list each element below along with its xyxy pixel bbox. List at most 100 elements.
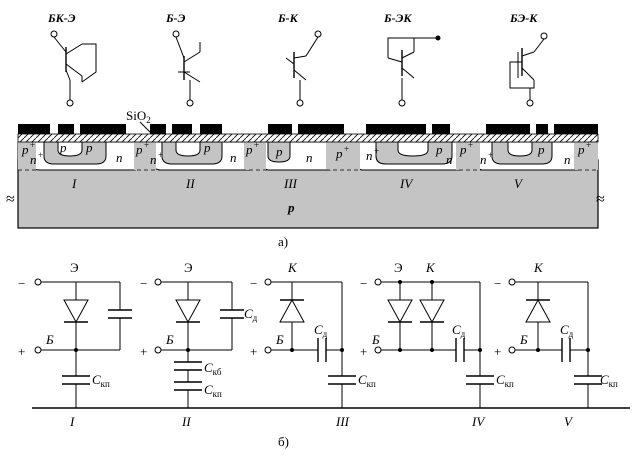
svg-text:+: + <box>254 140 259 150</box>
cross-section-diagram: БК-Э Б-Э Б-К <box>6 11 605 249</box>
circuit-2: − Э Cд + Б Cкб Cкп <box>140 260 258 429</box>
svg-text:Cд: Cд <box>452 322 466 339</box>
svg-text:Cд: Cд <box>244 306 258 323</box>
svg-text:p: p <box>335 146 343 161</box>
svg-text:p: p <box>59 140 67 155</box>
svg-text:+: + <box>144 140 149 150</box>
svg-text:Б: Б <box>45 332 54 347</box>
svg-text:≈: ≈ <box>6 191 15 208</box>
svg-text:p: p <box>21 142 29 157</box>
svg-text:p: p <box>203 140 211 155</box>
svg-text:−: − <box>140 276 147 291</box>
caption-b: б) <box>278 434 289 449</box>
svg-text:≈: ≈ <box>596 191 605 208</box>
svg-text:Cкп: Cкп <box>600 372 618 389</box>
svg-text:p: p <box>245 142 253 157</box>
svg-text:−: − <box>494 276 501 291</box>
svg-text:V: V <box>514 176 524 191</box>
svg-text:II: II <box>181 414 191 429</box>
svg-text:К: К <box>287 260 298 275</box>
svg-text:Cкп: Cкп <box>358 372 376 389</box>
svg-text:+: + <box>494 344 501 359</box>
svg-text:IV: IV <box>399 176 414 191</box>
svg-text:Э: Э <box>184 260 193 275</box>
svg-text:n: n <box>564 152 571 167</box>
svg-text:+: + <box>488 150 493 160</box>
transistor-symbol-be-k: БЭ-К <box>509 11 548 107</box>
oxide-label: SiO2 <box>126 108 151 125</box>
svg-text:+: + <box>468 140 473 150</box>
svg-text:+: + <box>344 144 349 154</box>
svg-text:+: + <box>140 344 147 359</box>
svg-text:p: p <box>135 142 143 157</box>
svg-text:+: + <box>18 344 25 359</box>
svg-text:n: n <box>480 152 487 167</box>
circuit-5: − К Cд + Б Cкп V <box>494 260 618 429</box>
circuit-1: − Э + Б Cкп I <box>18 260 132 429</box>
svg-text:II: II <box>185 176 195 191</box>
svg-text:I: I <box>69 414 75 429</box>
title-b-k: Б-К <box>277 11 299 25</box>
svg-text:Б: Б <box>275 332 284 347</box>
title-b-ek: Б-ЭК <box>383 11 412 25</box>
svg-text:Э: Э <box>394 260 403 275</box>
svg-text:Cкп: Cкп <box>496 372 514 389</box>
svg-text:К: К <box>425 260 436 275</box>
svg-text:−: − <box>250 276 257 291</box>
svg-text:+: + <box>586 140 591 150</box>
svg-text:Cкп: Cкп <box>204 382 222 399</box>
title-bk-e: БК-Э <box>47 11 76 25</box>
title-b-e: Б-Э <box>165 11 186 25</box>
circuit-4: − Э К Cд + Б <box>360 260 514 429</box>
svg-text:p: p <box>537 142 545 157</box>
svg-text:III: III <box>283 176 298 191</box>
svg-text:Б: Б <box>165 332 174 347</box>
title-be-k: БЭ-К <box>509 11 538 25</box>
svg-text:p: p <box>459 142 467 157</box>
svg-text:n: n <box>150 152 157 167</box>
svg-text:V: V <box>564 414 574 429</box>
svg-text:n: n <box>230 150 237 165</box>
svg-text:−: − <box>360 276 367 291</box>
equivalent-circuits: − Э + Б Cкп I − <box>18 260 630 449</box>
svg-text:Б: Б <box>519 332 528 347</box>
substrate-label: p <box>287 200 295 215</box>
p-plus-isolation <box>18 142 598 170</box>
oxide-layer <box>17 133 599 143</box>
doping-labels: p+ n+ p p n p+ n+ p n p+ p n p+ n+ p n p… <box>21 140 591 167</box>
svg-text:Cд: Cд <box>560 322 574 339</box>
svg-text:+: + <box>30 140 35 150</box>
transistor-symbol-b-k: Б-К <box>277 11 322 107</box>
svg-text:n: n <box>366 148 373 163</box>
substrate-p <box>17 159 599 229</box>
svg-text:Э: Э <box>70 260 79 275</box>
svg-text:Cд: Cд <box>314 322 328 339</box>
circuit-3: − К Cд + Б Cкп III <box>250 260 376 429</box>
svg-text:p: p <box>435 142 443 157</box>
svg-text:+: + <box>158 150 163 160</box>
svg-text:К: К <box>533 260 544 275</box>
svg-text:n: n <box>446 152 453 167</box>
transistor-symbol-bk-e: БК-Э <box>47 11 97 107</box>
svg-text:p: p <box>275 144 283 159</box>
svg-text:I: I <box>71 176 77 191</box>
svg-text:IV: IV <box>471 414 486 429</box>
transistor-symbol-b-ek: Б-ЭК <box>383 11 441 107</box>
svg-text:n: n <box>116 150 123 165</box>
svg-text:III: III <box>335 414 350 429</box>
svg-text:+: + <box>250 344 257 359</box>
transistor-symbol-b-e: Б-Э <box>165 11 201 107</box>
svg-text:−: − <box>18 276 25 291</box>
svg-text:+: + <box>374 146 379 156</box>
svg-text:+: + <box>360 344 367 359</box>
caption-a: а) <box>278 234 288 249</box>
svg-text:p: p <box>85 140 93 155</box>
region-numbers: I II III IV V <box>71 176 524 191</box>
svg-text:n: n <box>306 150 313 165</box>
svg-text:Б: Б <box>371 332 380 347</box>
svg-text:n: n <box>30 152 37 167</box>
svg-text:p: p <box>577 142 585 157</box>
emitter-regions <box>57 141 533 157</box>
metal-contacts <box>18 124 598 134</box>
